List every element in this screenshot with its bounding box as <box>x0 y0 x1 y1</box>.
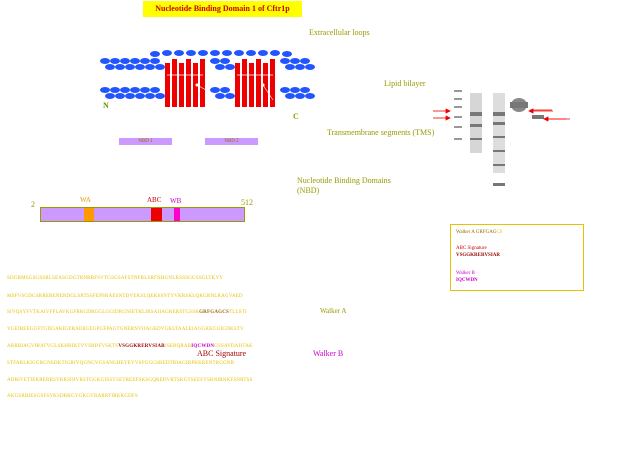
sequence-line-4: YGEIREEGGFTGDGAKIGERAERGEGPGFPAGTGNERNVI… <box>7 327 244 332</box>
wb-label: WB <box>170 197 182 205</box>
motif-legend: Walker A GRFGAGCS ABC Signature VSGGKRER… <box>450 224 584 291</box>
legend-walker-b-title: Walker B <box>456 271 475 276</box>
abc-label: ABC <box>147 196 162 204</box>
sequence-line-5a: ARRRIAGVIRATVGLSKHRIKTVVSRDFVSKTS <box>7 344 119 349</box>
legend-abc-sequence: VSGGKRERVSIAR <box>456 253 500 258</box>
c-terminus-label: C <box>293 112 299 121</box>
sequence-line-7: ADRIVETIEKRERRSVRRSDIVRSTGGKGISSYSETREEF… <box>7 378 253 383</box>
legend-walker-a: Walker A GRFGAGCS <box>456 230 503 235</box>
nbd-label: Nucleotide Binding Domains (NBD) <box>297 176 391 195</box>
gel-arrows-left <box>433 108 451 121</box>
membrane-topology-diagram <box>100 50 315 107</box>
lipid-bilayer-bottom <box>100 87 315 99</box>
lipid-bilayer-top <box>100 50 315 70</box>
nbd1-domain-bar <box>40 207 245 222</box>
sequence-line-5: ARRRIAGVIRATVGLSKHRIKTVVSRDFVSKTSVSGGKRE… <box>7 343 253 350</box>
sequence-line-5c: GSSAVDAHTAK <box>214 344 253 349</box>
lipid-bilayer-label: Lipid bilayer <box>384 79 426 88</box>
sequence-line-2: MSFVSGDGSRRERENERDGLSRTSSFEPSRAESNTDVEKS… <box>7 294 243 299</box>
sequence-line-3b: TLLSTI <box>229 310 247 315</box>
n-terminus-label: N <box>103 101 109 110</box>
legend-abc-title: ABC Signature <box>456 246 487 251</box>
transmembrane-label: Transmembrane segments (TMS) <box>327 128 435 137</box>
walker-b-annotation: Walker B <box>313 349 344 358</box>
legend-walker-b-sequence: IQCWDN <box>456 278 478 283</box>
gel-arrows-right <box>528 108 570 122</box>
extracellular-loops-label: Extracellular loops <box>309 28 370 37</box>
sequence-line-3: SIVQSYFVTKAIVFFLAVKGFRRGDRGGLGGIDRGNIETK… <box>7 309 247 316</box>
abc-signature-annotation: ABC Signature <box>197 349 247 358</box>
abc-signature-segment <box>151 208 162 221</box>
sds-gel-image <box>448 78 566 188</box>
nbd1-box: NBD 1 <box>119 138 172 145</box>
nbd2-box: NBD 2 <box>205 138 258 145</box>
wa-label: WA <box>80 196 91 204</box>
walker-b-segment <box>174 208 180 221</box>
sequence-line-3a: SIVQSYFVTKAIVFFLAVKGFRRGDRGGLGGIDRGNIETK… <box>7 310 200 315</box>
domain-start-label: 2 <box>31 200 35 209</box>
walker-a-motif: GRFGAGCS <box>199 310 230 315</box>
domain-end-label: 512 <box>241 198 253 207</box>
walker-a-annotation: Walker A <box>320 307 347 315</box>
transmembrane-segments <box>165 59 275 107</box>
sequence-line-1: SDGRMSGSGSSRLSEASGDGTRNRRFSVTGSGSAFSTNFR… <box>7 276 224 281</box>
walker-a-segment <box>84 208 94 221</box>
figure-title: Nucleotide Binding Domain 1 of Cftr1p <box>143 1 302 17</box>
abc-signature-motif: VSGGKRERVSIAR <box>118 344 165 349</box>
walker-b-motif: IQCWDN <box>191 344 215 349</box>
sequence-line-5b: ISERQRAR <box>164 344 192 349</box>
sequence-line-6: STFARLKIGGRGNSDKTIGRIVQGNGVGSANGHEYEYVSF… <box>7 361 235 366</box>
sequence-line-8: AKGSRRIESGSFSYKSDRKGYGKGVRARRTIRKKGDFS <box>7 394 138 399</box>
